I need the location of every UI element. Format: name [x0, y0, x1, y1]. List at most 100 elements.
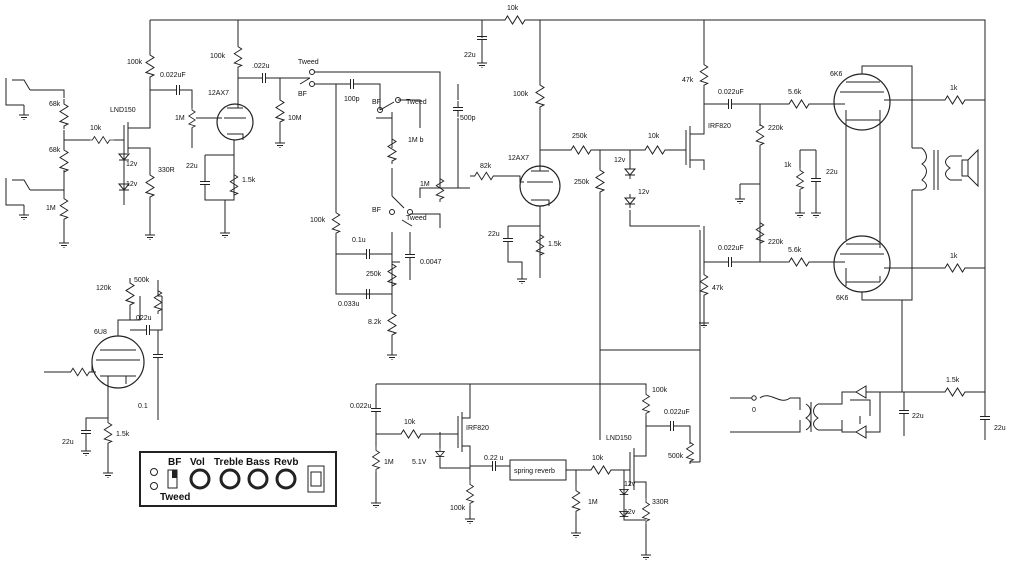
ground-symbol [810, 210, 822, 218]
resistor-100k-v2 [535, 80, 545, 110]
capacitor-00047 [404, 248, 416, 264]
label-250k-b: 250k [574, 179, 590, 186]
ground-symbol [794, 210, 806, 218]
label-12ax7-v1: 12AX7 [208, 90, 229, 97]
resistor-10k-reverb-b [586, 465, 616, 475]
panel-label-revb: Revb [274, 457, 298, 468]
label-10k-pi: 10k [648, 133, 660, 140]
label-100k-lnd1: 100k [127, 59, 143, 66]
panel-label-tweed: Tweed [160, 492, 190, 503]
ground-symbol [464, 516, 476, 524]
label-10k-input: 10k [90, 125, 102, 132]
label-100k-reverb: 100k [450, 505, 466, 512]
label-15k-v1: 1.5k [242, 177, 256, 184]
label-68k-a: 68k [49, 101, 61, 108]
label-1m-reverb: 1M [384, 459, 394, 466]
label-10m-v1: 10M [288, 115, 302, 122]
label-47k-a: 47k [682, 77, 694, 84]
label-250k-a: 250k [572, 133, 588, 140]
panel-label-treble: Treble [214, 457, 244, 468]
label-12v-b: 12v [126, 181, 138, 188]
label-22u-v2: 22u [488, 231, 500, 238]
resistor-100k-lnd1 [145, 50, 155, 80]
label-82k-tone: 8.2k [368, 319, 382, 326]
label-irf820-pi: IRF820 [708, 123, 731, 130]
lnd150-stage [114, 80, 205, 232]
ground-symbol [80, 448, 92, 456]
wire [970, 99, 985, 269]
switch-contact [395, 97, 401, 103]
label-1m-gain: 1M [175, 115, 185, 122]
resistor-1k-bias [796, 166, 804, 192]
resistor-15k-6u8 [103, 418, 113, 446]
switch-contact [389, 209, 395, 215]
resistor-56k-b [784, 257, 814, 267]
resistor-68k-a [59, 98, 69, 130]
resistor-100k-tone [331, 208, 341, 236]
label-82k-grid: 82k [480, 163, 492, 170]
label-100k-v2: 100k [513, 91, 529, 98]
label-0033u: 0.033u [338, 301, 360, 308]
phase-inverter [599, 20, 845, 440]
label-lnd150-1: LND150 [110, 107, 136, 114]
label-0022uf-reverb: 0.022uF [664, 409, 690, 416]
label-100k-reverb-b: 100k [652, 387, 668, 394]
resistor-100k-reverb-b [642, 390, 650, 416]
label-lnd150-reverb: LND150 [606, 435, 632, 442]
label-22u-supply-b: 22u [994, 425, 1006, 432]
ground-symbol [18, 212, 30, 220]
capacitor-22u-supply-a [898, 404, 910, 420]
panel-label-vol: Vol [190, 457, 205, 468]
label-01-6u8: 0.1 [138, 403, 148, 410]
ground-symbol [274, 140, 286, 148]
label-15k-supply: 1.5k [946, 377, 960, 384]
label-47k-b: 47k [712, 285, 724, 292]
label-500k-reverb: 500k [668, 453, 684, 460]
capacitor-0022uf-lnd1 [170, 84, 186, 96]
label-0022u-reverb: 0.022u [350, 403, 372, 410]
capacitor-0022uf-pi-b [722, 256, 738, 268]
resistor-82k-tone [387, 308, 397, 338]
label-15k-v2: 1.5k [548, 241, 562, 248]
resistor-82k-grid [470, 171, 498, 181]
panel-label-bass: Bass [246, 457, 270, 468]
resistor-10k-input [88, 136, 114, 144]
label-1k-screen-a: 1k [950, 85, 958, 92]
label-switch-0: 0 [752, 407, 756, 414]
resistor-6u8-grid [66, 367, 94, 377]
label-56k-b: 5.6k [788, 247, 802, 254]
resistor-250k-a [566, 145, 596, 155]
label-56k-a: 5.6k [788, 89, 802, 96]
label-100k-v1: 100k [210, 53, 226, 60]
label-22u-top: 22u [464, 52, 476, 59]
label-irf820-reverb: IRF820 [466, 425, 489, 432]
label-022u-tank: 0.22 u [484, 455, 504, 462]
label-12v-pi-b: 12v [638, 189, 650, 196]
resistor-10k-pi [640, 145, 670, 155]
resistor-1k-screen-b [940, 263, 970, 273]
input-jacks [5, 78, 90, 240]
label-6k6-b: 6K6 [836, 295, 849, 302]
label-bf-tone2: BF [372, 207, 381, 214]
label-22u-v1: 22u [186, 163, 198, 170]
resistor-15k-supply [940, 387, 970, 397]
label-68k-b: 68k [49, 147, 61, 154]
label-220k-a: 220k [768, 125, 784, 132]
ground-symbol [476, 60, 488, 68]
resistor-10k-top [500, 15, 530, 25]
label-10k-reverb: 10k [404, 419, 416, 426]
label-1k-screen-b: 1k [950, 253, 958, 260]
capacitor-022u-reverb [486, 460, 502, 472]
label-100k-tone: 100k [310, 217, 326, 224]
power-tubes [833, 65, 979, 301]
label-0022uf-pi-a: 0.022uF [718, 89, 744, 96]
capacitor-22u-bias [810, 172, 822, 188]
label-1mb: 1M b [408, 137, 424, 144]
label-250k: 250k [366, 271, 382, 278]
label-tweed-tone2: Tweed [406, 215, 427, 222]
label-12v-a: 12v [126, 161, 138, 168]
label-0022uf-pi-b: 0.022uF [718, 245, 744, 252]
label-00047: 0.0047 [420, 259, 442, 266]
resistor-220k-a [755, 120, 765, 148]
capacitor-022u-v1 [256, 72, 272, 84]
